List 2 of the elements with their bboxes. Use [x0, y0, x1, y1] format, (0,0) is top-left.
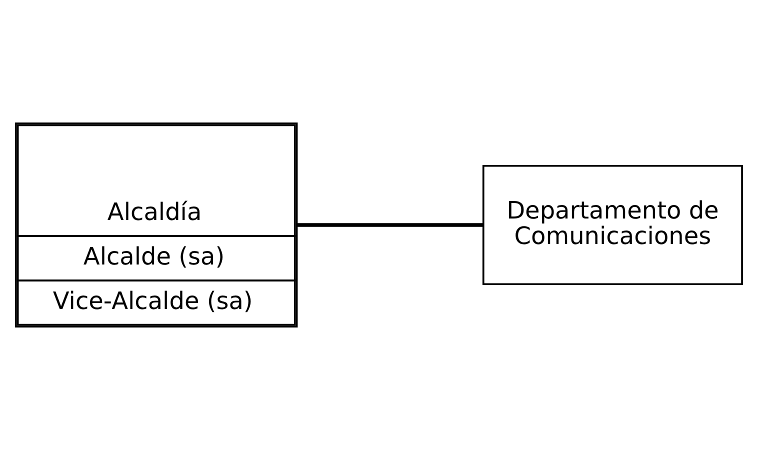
- node-box: Departamento de Comunicaciones: [482, 164, 743, 286]
- connector: [297, 223, 483, 227]
